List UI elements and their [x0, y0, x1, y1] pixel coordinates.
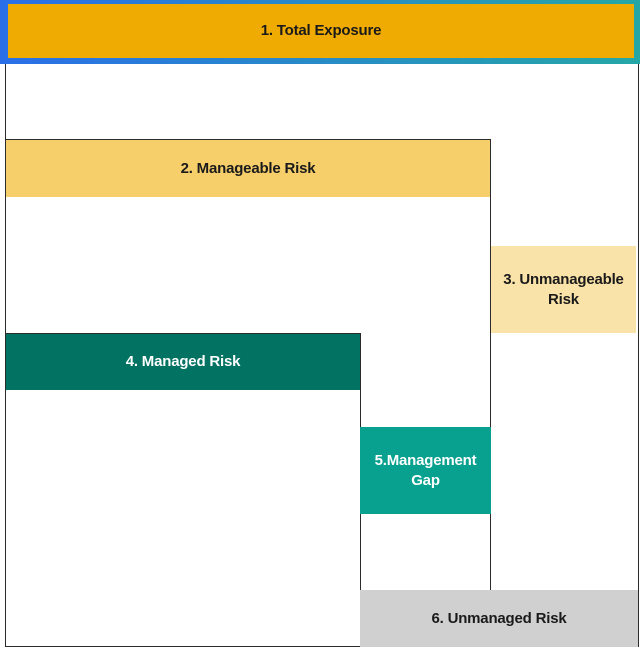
unmanageable-risk-block: 3. Unmanageable Risk	[491, 246, 636, 333]
manageable-risk-block: 2. Manageable Risk	[6, 140, 490, 197]
management-gap-label: 5.Management Gap	[374, 451, 477, 489]
unmanaged-risk-label: 6. Unmanaged Risk	[431, 609, 567, 627]
manageable-risk-label: 2. Manageable Risk	[180, 159, 316, 177]
total-exposure-block: 1. Total Exposure	[8, 4, 634, 58]
unmanaged-risk-block: 6. Unmanaged Risk	[360, 590, 638, 647]
unmanageable-risk-label: 3. Unmanageable Risk	[503, 270, 624, 308]
managed-risk-block: 4. Managed Risk	[6, 334, 360, 390]
management-gap-block: 5.Management Gap	[360, 427, 491, 514]
total-exposure-label: 1. Total Exposure	[260, 22, 382, 39]
managed-risk-label: 4. Managed Risk	[125, 353, 241, 370]
